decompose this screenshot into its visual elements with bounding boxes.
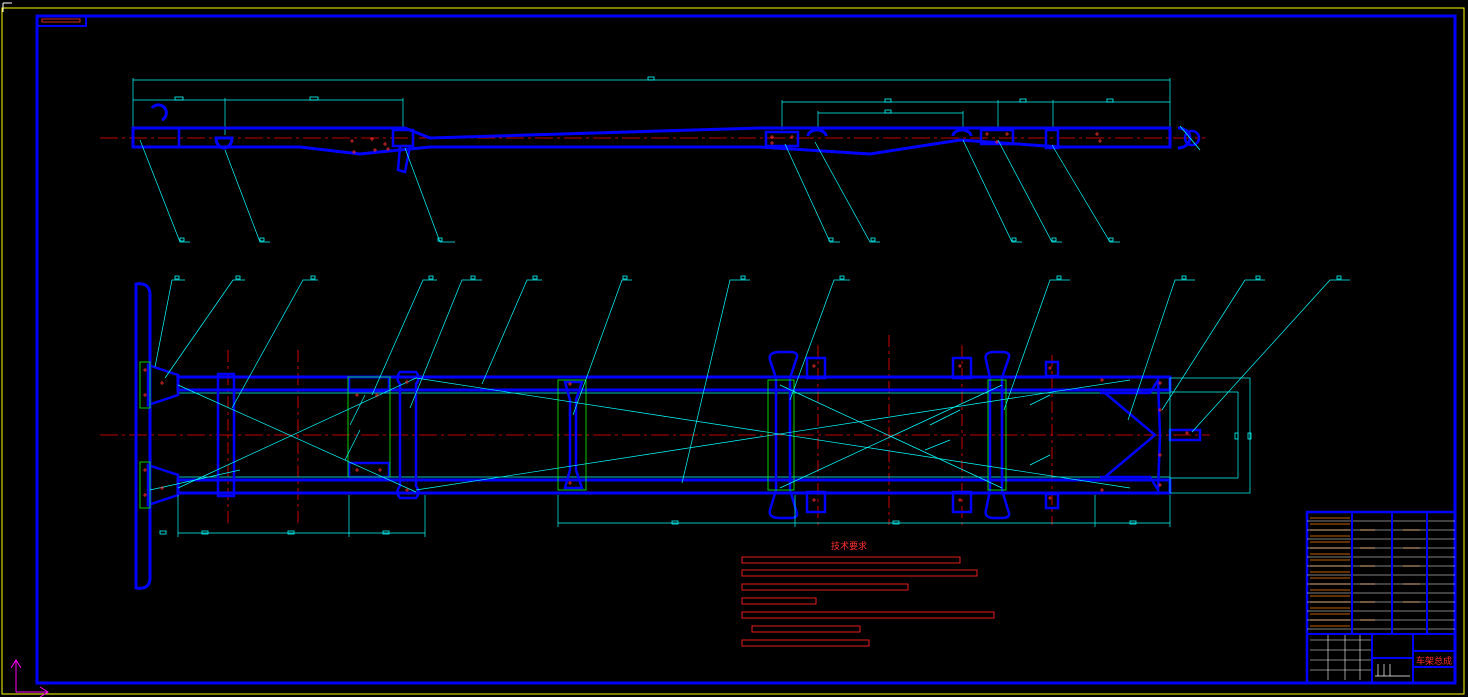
title-block-drawing-name: 车架总成 bbox=[1416, 657, 1453, 667]
drawing-number-box bbox=[36, 15, 87, 27]
tech-requirements-heading: 技术要求 bbox=[831, 542, 868, 552]
drawing-frame bbox=[35, 14, 1457, 685]
technical-requirements bbox=[741, 556, 995, 647]
side-view bbox=[100, 76, 1205, 243]
ucs-axis-icon bbox=[10, 659, 49, 697]
sheet-border bbox=[1, 7, 1465, 695]
title-block bbox=[1305, 510, 1457, 685]
plan-view bbox=[100, 275, 1350, 590]
